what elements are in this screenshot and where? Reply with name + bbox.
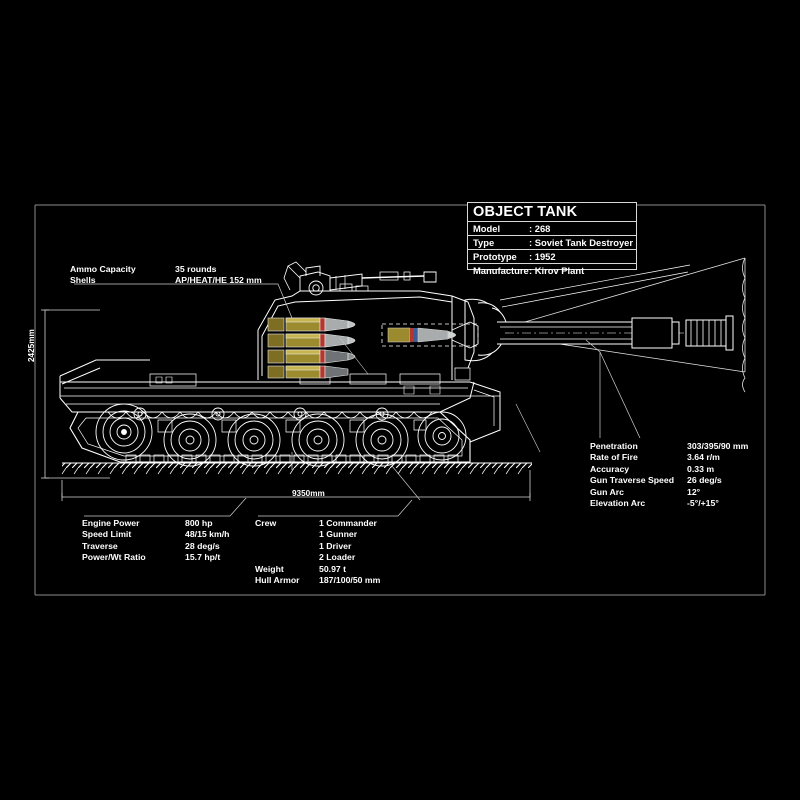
hull-superstructure [59,290,501,443]
title-row-model-label: Model [473,223,501,234]
ammo-capacity-block: Ammo Capacity 35 rounds Shells AP/HEAT/H… [70,264,262,287]
gun-barrel [464,264,734,362]
gun-row-rate-of-fire: Rate of Fire 3.64 r/m [590,452,748,463]
gun-row-elevation-arc: Elevation Arc -5°/+15° [590,498,748,509]
title-row-type-label: Type [473,237,495,248]
engine-power-label: Engine Power [82,518,140,528]
engine-row-power-weight: Power/Wt Ratio 15.7 hp/t [82,552,229,563]
title-row-type: Type : Soviet Tank Destroyer [468,235,636,249]
gun-accuracy-label: Accuracy [590,463,630,474]
title-row-model-value: : 268 [529,223,551,234]
gun-row-accuracy: Accuracy 0.33 m [590,464,748,475]
gun-arc-value: 12° [687,486,701,497]
engine-traverse-value: 28 deg/s [185,540,220,551]
ammunition-rack [267,317,479,379]
crew-driver-label [255,541,319,552]
crew-commander-value: 1 Commander [319,518,377,528]
ammo-shells-label: Shells [70,275,96,286]
title-block: OBJECT TANK Model : 268 Type : Soviet Ta… [467,202,637,276]
title-row-manufacture-value: : Kirov Plant [529,265,585,276]
gun-spec-block: Penetration 303/395/90 mm Rate of Fire 3… [590,441,748,509]
aa-machine-gun [283,261,437,296]
crew-driver-value: 1 Driver [319,540,352,551]
engine-power-value: 800 hp [185,518,213,528]
gun-rate-of-fire-label: Rate of Fire [590,452,638,463]
title-row-prototype: Prototype : 1952 [468,249,636,263]
crew-row-weight: Weight 50.97 t [255,564,380,575]
crew-loader-label [255,552,319,563]
gun-row-gun-arc: Gun Arc 12° [590,487,748,498]
drawing-frame [34,204,766,596]
height-dimension-label: 2425mm [27,329,36,362]
crew-label: Crew [255,518,277,528]
crew-row-loader: 2 Loader [255,552,380,563]
title-row-manufacture: Manufacture : Kirov Plant [468,263,636,277]
engine-row-traverse: Traverse 28 deg/s [82,541,229,552]
ammo-shells-value: AP/HEAT/HE 152 mm [175,275,262,286]
engine-power-weight-label: Power/Wt Ratio [82,552,146,563]
crew-row-commander: Crew 1 Commander [255,518,380,529]
gun-arc-label: Gun Arc [590,486,624,497]
gun-traverse-speed-value: 26 deg/s [687,475,722,486]
crew-row-driver: 1 Driver [255,541,380,552]
hull-armor-value: 187/100/50 mm [319,575,381,586]
title-block-heading: OBJECT TANK [473,204,578,220]
crew-row-hull-armor: Hull Armor 187/100/50 mm [255,575,380,586]
crew-row-gunner: 1 Gunner [255,529,380,540]
engine-power-weight-value: 15.7 hp/t [185,552,221,563]
gun-elevation-arc-label: Elevation Arc [590,498,646,509]
crew-gunner-value: 1 Gunner [319,529,358,540]
gun-accuracy-value: 0.33 m [687,463,715,474]
ammo-capacity-value: 35 rounds [175,264,217,274]
title-row-prototype-label: Prototype [473,251,517,262]
gun-traverse-speed-label: Gun Traverse Speed [590,475,675,486]
leader-lines [74,283,641,517]
ammo-row-shells: Shells AP/HEAT/HE 152 mm [70,275,262,286]
engine-traverse-label: Traverse [82,540,118,551]
engine-row-speed-limit: Speed Limit 48/15 km/h [82,529,229,540]
dimension-lines [41,309,531,501]
gun-rate-of-fire-value: 3.64 r/m [687,452,720,463]
gun-penetration-value: 303/395/90 mm [687,441,749,451]
running-gear [69,403,471,467]
engine-spec-block: Engine Power 800 hp Speed Limit 48/15 km… [82,518,229,564]
crew-gunner-label [255,529,319,540]
ammo-row-capacity: Ammo Capacity 35 rounds [70,264,262,275]
gun-row-penetration: Penetration 303/395/90 mm [590,441,748,452]
weight-label: Weight [255,563,284,574]
ammo-capacity-label: Ammo Capacity [70,264,136,274]
gun-penetration-label: Penetration [590,441,638,451]
engine-row-power: Engine Power 800 hp [82,518,229,529]
length-dimension-label: 9350mm [292,489,325,498]
ground-line [61,462,532,475]
title-row-manufacture-label: Manufacture [473,265,529,276]
engine-speed-limit-value: 48/15 km/h [185,529,230,540]
title-row-type-value: : Soviet Tank Destroyer [529,237,634,248]
engine-speed-limit-label: Speed Limit [82,529,132,540]
title-row-model: Model : 268 [468,221,636,235]
crew-loader-value: 2 Loader [319,552,356,563]
weight-value: 50.97 t [319,563,347,574]
title-row-prototype-value: : 1952 [529,251,556,262]
crew-spec-block: Crew 1 Commander 1 Gunner 1 Driver 2 Loa… [255,518,380,586]
gun-row-traverse-speed: Gun Traverse Speed 26 deg/s [590,475,748,486]
gun-elevation-arc-value: -5°/+15° [687,498,719,509]
hull-armor-label: Hull Armor [255,575,300,586]
